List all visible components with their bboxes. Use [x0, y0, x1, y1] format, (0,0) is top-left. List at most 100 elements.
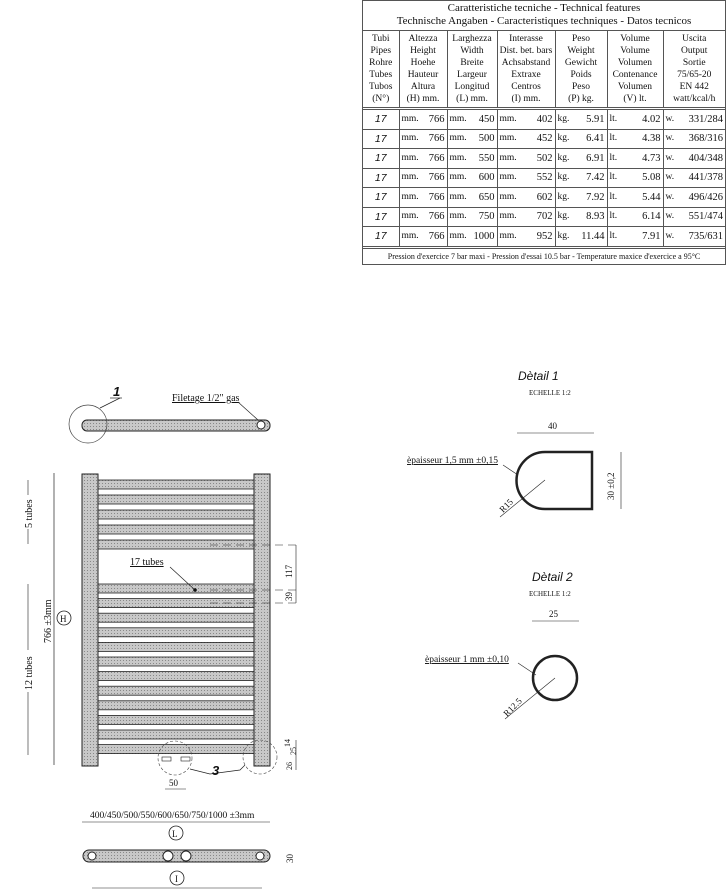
- unit: lt.: [609, 230, 618, 241]
- table-cell: w. 735/631: [662, 226, 725, 246]
- front-view: 5 tubes 12 tubes 766 ±3mm H 17 tubes 117…: [22, 473, 300, 790]
- unit: w.: [665, 230, 675, 241]
- table-cell: mm.452: [496, 128, 555, 149]
- table-cell: kg.6.41: [554, 128, 607, 149]
- l-marker: L: [172, 829, 178, 839]
- header-line: Extraxe: [511, 70, 541, 80]
- cell-value: 450: [478, 113, 495, 125]
- detail-1-thickness: èpaisseur 1,5 mm ±0,15: [407, 456, 498, 466]
- table-cell: 17: [363, 206, 399, 227]
- cell-value: 17: [374, 210, 387, 223]
- detail-2-title: Dètail 2: [532, 570, 573, 584]
- radiator-tube: [97, 627, 255, 638]
- table-cell: mm.702: [496, 206, 555, 227]
- cell-value: 402: [536, 113, 553, 125]
- cell-value: 17: [374, 132, 387, 145]
- table-title: Caratteristiche tecniche - Technical fea…: [363, 1, 725, 31]
- radiator-tube: [97, 715, 255, 725]
- cell-value: 368/316: [688, 133, 723, 145]
- unit: lt.: [609, 152, 618, 163]
- table-cell: kg.11.44: [554, 226, 607, 246]
- header-line: Gewicht: [564, 58, 598, 68]
- detail-2-width: 25: [549, 609, 559, 619]
- unit: w.: [665, 113, 675, 124]
- cell-value: 331/284: [688, 113, 723, 125]
- cell-value: 4.38: [642, 133, 661, 145]
- cell-value: 4.73: [642, 152, 661, 164]
- unit: mm.: [401, 113, 419, 124]
- cell-value: 17: [374, 152, 387, 165]
- table-cell: mm.766: [398, 107, 447, 129]
- table-cell: mm. 552: [496, 167, 555, 188]
- table-cell: w.404/348: [662, 148, 725, 168]
- unit: mm.: [499, 133, 517, 144]
- cell-value: 17: [374, 113, 387, 126]
- unit: mm.: [449, 133, 467, 144]
- radiator-tube: [97, 656, 255, 667]
- header-line: Breite: [460, 58, 484, 68]
- unit: w.: [665, 152, 675, 163]
- table-cell: kg.8.93: [554, 206, 607, 227]
- table-cell: mm.450: [446, 107, 497, 129]
- cell-value: 502: [536, 152, 553, 164]
- table-cell: mm.650: [446, 187, 497, 207]
- table-cell: mm.952: [496, 226, 555, 246]
- table-cell: w.551/474: [662, 206, 725, 227]
- unit: w.: [665, 172, 675, 183]
- header-line: Peso: [572, 82, 590, 92]
- tubes-count-label: 17 tubes: [130, 557, 164, 568]
- header-line: Height: [410, 46, 436, 56]
- detail-1: Dètail 1 ECHELLE 1:2 40 30 ±0,2 èpaisseu…: [407, 369, 622, 518]
- header-line: (P) kg.: [568, 94, 594, 104]
- cell-value: 8.93: [586, 211, 605, 223]
- table-cell: mm.766: [398, 167, 447, 188]
- unit: lt.: [609, 191, 618, 202]
- unit: mm.: [401, 191, 419, 202]
- header-line: Poids: [570, 70, 592, 80]
- radiator-tube: [97, 479, 255, 490]
- table-cell: mm.502: [496, 148, 555, 168]
- unit: kg.: [557, 230, 570, 241]
- table-cell: mm.500: [446, 128, 497, 149]
- cell-value: 952: [536, 230, 553, 242]
- cell-value: 552: [536, 172, 553, 184]
- unit: mm.: [449, 172, 467, 183]
- cell-value: 766: [428, 133, 445, 145]
- table-cell: w. 368/316: [662, 128, 725, 149]
- unit: w.: [665, 133, 675, 144]
- cell-value: 735/631: [688, 230, 723, 242]
- technical-features-table: Caratteristiche tecniche - Technical fea…: [362, 0, 726, 265]
- detail-2-thickness: èpaisseur 1 mm ±0,10: [425, 655, 509, 665]
- unit: kg.: [557, 113, 570, 124]
- bottom-tubes-label: 12 tubes: [24, 656, 35, 690]
- cell-value: 496/426: [688, 191, 723, 203]
- cell-value: 17: [374, 230, 387, 243]
- top-tubes-label: 5 tubes: [24, 499, 35, 528]
- table-cell: 17: [363, 148, 399, 168]
- table-cell: 17: [363, 167, 399, 188]
- radiator-tube: [97, 729, 255, 740]
- header-line: watt/kcal/h: [673, 94, 716, 104]
- cell-value: 766: [428, 172, 445, 184]
- title-line-1: Caratteristiche tecniche - Technical fea…: [447, 2, 641, 14]
- i-marker: I: [175, 874, 178, 884]
- cell-value: 602: [536, 191, 553, 203]
- unit: lt.: [609, 211, 618, 222]
- header-line: Tubos: [369, 82, 393, 92]
- cell-value: 7.92: [586, 191, 605, 203]
- table-cell: mm.766: [398, 206, 447, 227]
- header-line: Larghezza: [452, 34, 492, 44]
- unit: w.: [665, 211, 675, 222]
- cell-value: 1000: [473, 230, 495, 242]
- unit: mm.: [499, 172, 517, 183]
- table-cell: mm.766: [398, 187, 447, 207]
- table-cell: mm.1000: [446, 226, 497, 246]
- table-cell: 17: [363, 128, 399, 149]
- unit: mm.: [401, 230, 419, 241]
- unit: mm.: [499, 113, 517, 124]
- table-cell: w.496/426: [662, 187, 725, 207]
